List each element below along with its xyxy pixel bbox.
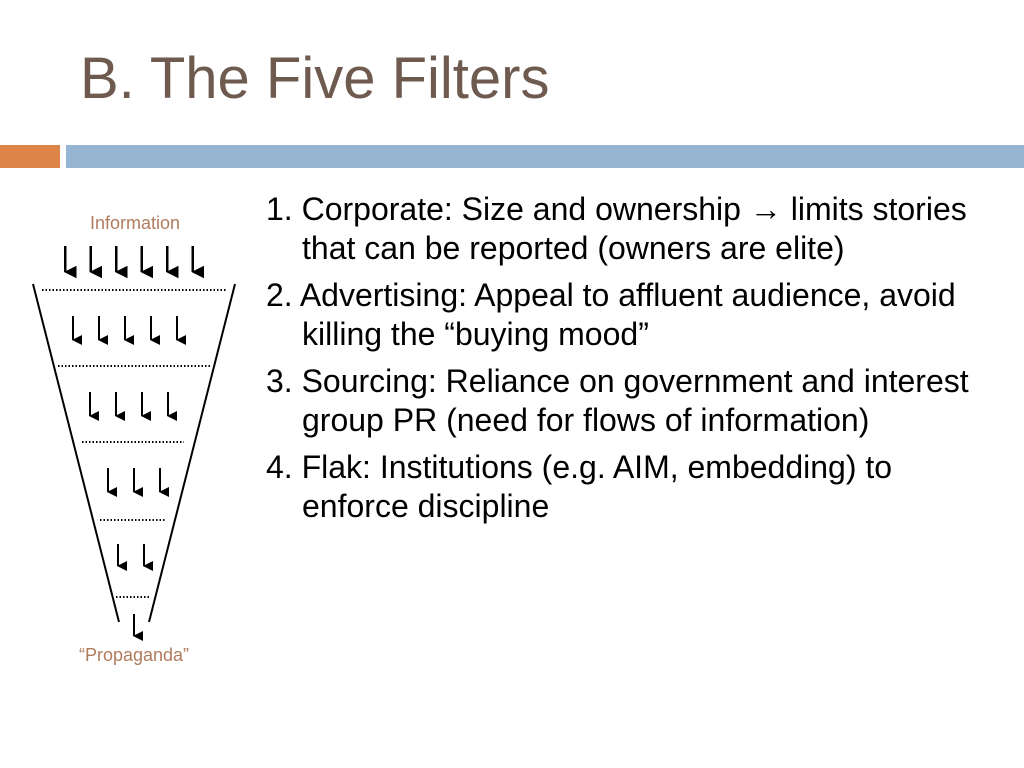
funnel-top-label: Information xyxy=(89,213,181,233)
funnel-left-wall xyxy=(32,283,120,623)
filter-item-flak: 4. Flak: Institutions (e.g. AIM, embeddi… xyxy=(266,449,893,524)
slide-title: B. The Five Filters xyxy=(80,46,550,111)
funnel-filter-rows xyxy=(42,246,226,641)
filter-item-corporate: 1. Corporate: Size and ownership → limit… xyxy=(266,191,967,266)
accent-bar-blue xyxy=(66,145,1024,168)
filter-funnel-diagram xyxy=(32,246,236,641)
filters-list: 1. Corporate: Size and ownership → limit… xyxy=(266,190,986,534)
accent-bar-orange xyxy=(0,145,60,168)
filter-item-advertising: 2. Advertising: Appeal to affluent audie… xyxy=(266,277,956,352)
funnel-right-wall xyxy=(148,283,236,623)
funnel-bottom-label: “Propaganda” xyxy=(78,645,190,665)
filter-item-sourcing: 3. Sourcing: Reliance on government and … xyxy=(266,363,969,438)
